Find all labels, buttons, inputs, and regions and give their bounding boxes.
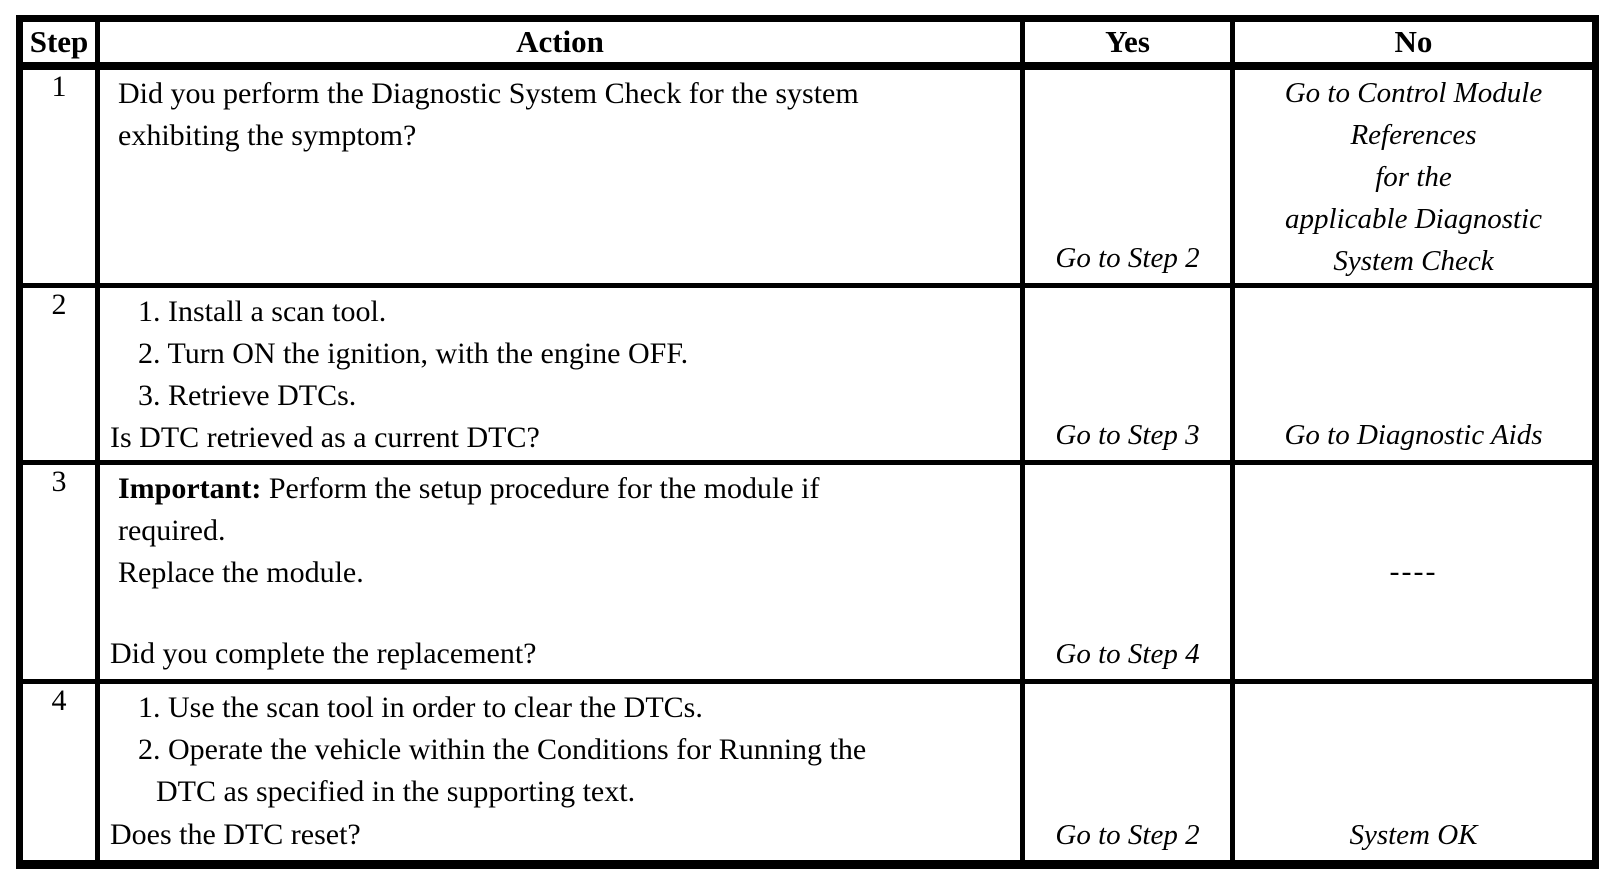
no-link: applicable Diagnostic	[1285, 202, 1542, 235]
action-text: required.	[118, 514, 226, 547]
action-list-item-continuation: DTC as specified in the supporting text.	[156, 775, 636, 808]
step-number-2: 2	[17, 283, 100, 465]
action-list-item: 2. Operate the vehicle within the Condit…	[138, 733, 867, 766]
table-row-step-2: 2 1. Install a scan tool. 2. Turn ON the…	[17, 283, 1598, 465]
action-cell-3: Important: Perform the setup procedure f…	[95, 460, 1025, 684]
action-question: Does the DTC reset?	[110, 818, 361, 851]
header-yes: Yes	[1020, 16, 1235, 70]
no-link: System OK	[1349, 819, 1478, 851]
no-link: References	[1350, 118, 1477, 151]
yes-cell-3: Go to Step 4	[1020, 460, 1235, 684]
header-step: Step	[17, 16, 100, 70]
no-link: Go to Control Module	[1284, 76, 1543, 109]
table-row-step-4: 4 1. Use the scan tool in order to clear…	[17, 679, 1598, 869]
important-text: Perform the setup procedure for the modu…	[261, 472, 820, 505]
header-no: No	[1230, 16, 1598, 70]
important-label: Important:	[118, 472, 262, 505]
no-link: Go to Diagnostic Aids	[1284, 419, 1543, 451]
action-cell-1: Did you perform the Diagnostic System Ch…	[95, 63, 1025, 288]
no-link: for the	[1375, 160, 1452, 193]
step-number-1: 1	[17, 63, 100, 288]
no-cell-1: Go to Control Module References for the …	[1230, 63, 1598, 288]
table-header: Step Action Yes No	[17, 16, 1598, 70]
action-question: Is DTC retrieved as a current DTC?	[110, 421, 540, 454]
no-dashes: ----	[1389, 555, 1438, 588]
action-list-item: 1. Use the scan tool in order to clear t…	[138, 691, 703, 724]
diagnostic-step-table: Step Action Yes No 1 Did you perform the…	[16, 15, 1599, 869]
yes-link: Go to Step 4	[1055, 638, 1200, 670]
header-action: Action	[95, 16, 1025, 70]
yes-link: Go to Step 2	[1055, 242, 1200, 274]
yes-link: Go to Step 2	[1055, 819, 1200, 851]
action-text: Did you perform the Diagnostic System Ch…	[118, 77, 859, 110]
action-cell-2: 1. Install a scan tool. 2. Turn ON the i…	[95, 283, 1025, 465]
step-number-4: 4	[17, 679, 100, 869]
action-list-item: 3. Retrieve DTCs.	[138, 379, 357, 412]
action-list-item: 2. Turn ON the ignition, with the engine…	[138, 337, 689, 370]
step-number-3: 3	[17, 460, 100, 684]
yes-cell-1: Go to Step 2	[1020, 63, 1235, 288]
action-text: exhibiting the symptom?	[118, 119, 417, 152]
action-text: Important: Perform the setup procedure f…	[108, 468, 1014, 510]
no-cell-4: System OK	[1230, 679, 1598, 869]
yes-cell-2: Go to Step 3	[1020, 283, 1235, 465]
yes-cell-4: Go to Step 2	[1020, 679, 1235, 869]
no-cell-2: Go to Diagnostic Aids	[1230, 283, 1598, 465]
action-cell-4: 1. Use the scan tool in order to clear t…	[95, 679, 1025, 869]
table-row-step-1: 1 Did you perform the Diagnostic System …	[17, 63, 1598, 288]
action-list-item: 1. Install a scan tool.	[138, 295, 387, 328]
action-question: Did you complete the replacement?	[110, 637, 537, 670]
table-row-step-3: 3 Important: Perform the setup procedure…	[17, 460, 1598, 684]
yes-link: Go to Step 3	[1055, 419, 1200, 451]
action-text: Replace the module.	[118, 556, 364, 589]
no-cell-3: ----	[1230, 460, 1598, 684]
no-link: System Check	[1333, 244, 1494, 277]
